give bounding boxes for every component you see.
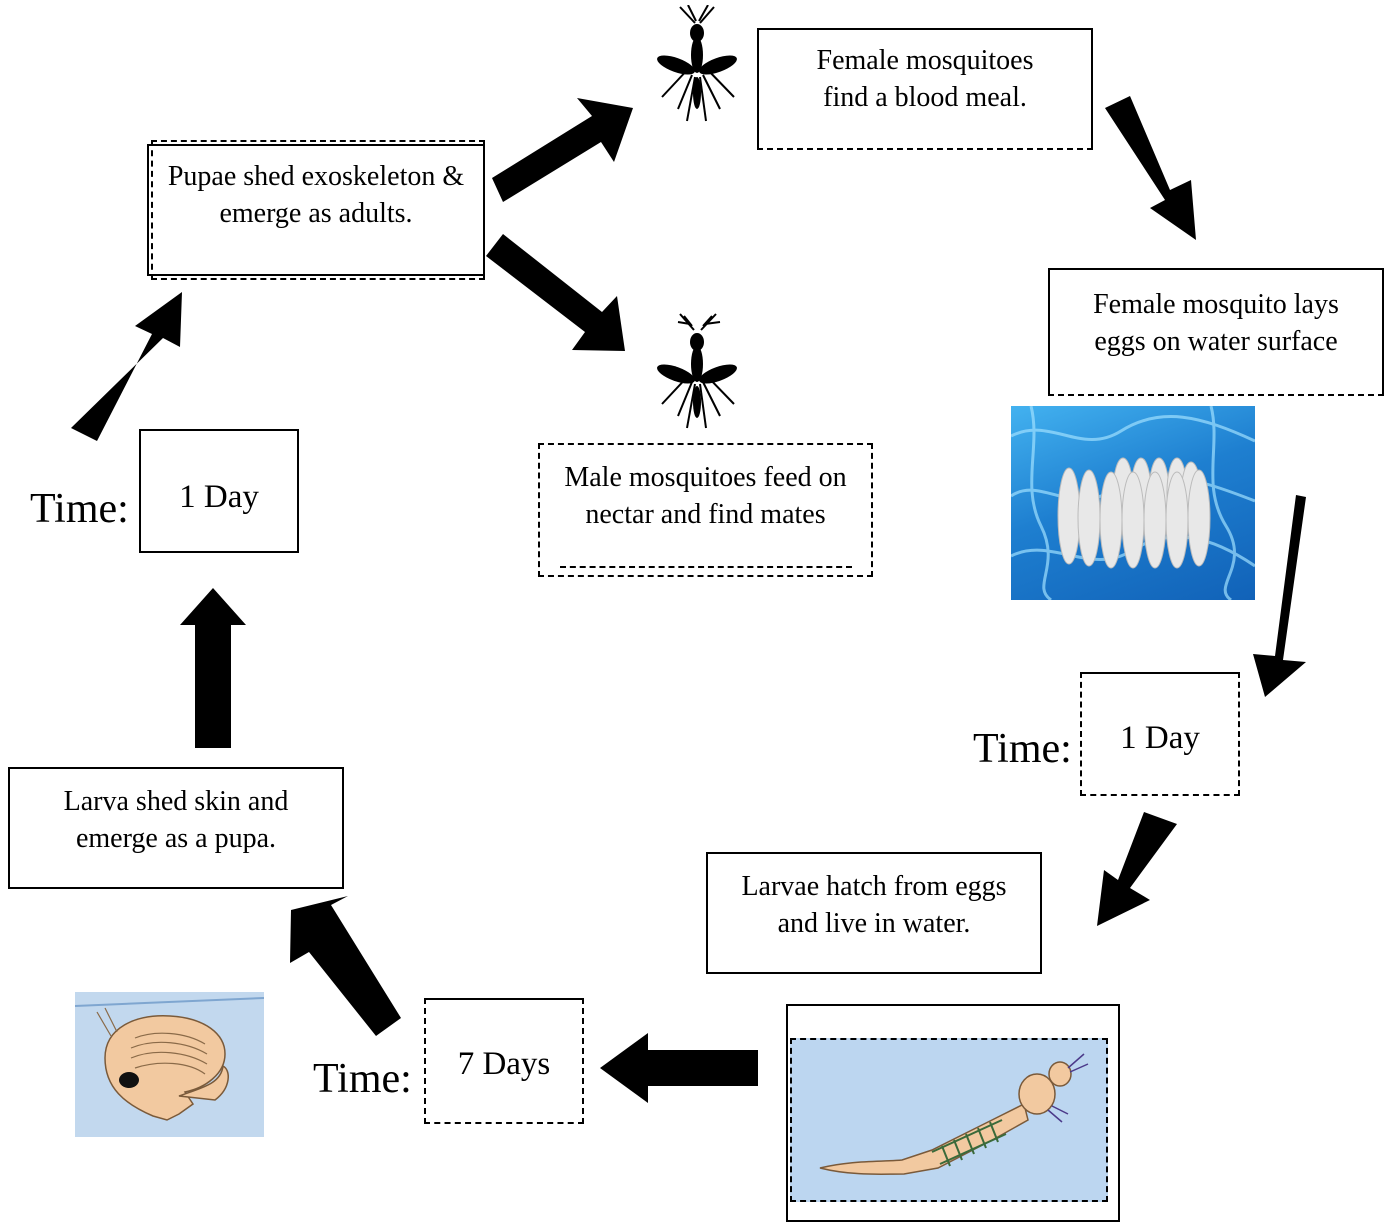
time-label-left: Time: [30,486,129,532]
arrow-pupa-to-time [180,588,246,748]
larva-image-frame [786,1004,1120,1222]
arrow-7days-to-pupa [290,896,401,1036]
female-blood-meal-text: Female mosquitoes find a blood meal. [816,45,1034,113]
larvae-hatch-box: Larvae hatch from eggs and live in water… [706,852,1042,974]
arrow-time-to-pupae [71,292,182,441]
pupae-shed-text: Pupae shed exoskeleton & emerge as adult… [167,161,465,229]
time-box-left: 1 Day [139,429,299,553]
pupae-shed-box: Pupae shed exoskeleton & emerge as adult… [147,144,485,276]
female-mosquito-icon [657,5,737,122]
time-label-right: Time: [973,726,1072,772]
lays-eggs-text: Female mosquito lays eggs on water surfa… [1093,289,1339,357]
arrow-eggs-to-time [1253,495,1306,697]
time-box-right: 1 Day [1080,672,1240,796]
male-mosquito-icon [657,313,737,429]
pupae-shed-box-dashed-outline [151,140,485,280]
larva-shed-box: Larva shed skin and emerge as a pupa. [8,767,344,889]
time-value-bottom: 7 Days [457,1046,551,1082]
male-feed-text: Male mosquitoes feed on nectar and find … [564,462,847,530]
pupa-image [75,992,264,1137]
lays-eggs-box: Female mosquito lays eggs on water surfa… [1048,268,1384,396]
larva-shed-text: Larva shed skin and emerge as a pupa. [63,786,289,854]
time-value-right: 1 Day [1120,720,1200,756]
arrow-time-to-larvae [1097,812,1177,926]
male-feed-box: Male mosquitoes feed on nectar and find … [538,443,873,577]
male-feed-underline [560,566,852,568]
larvae-hatch-text: Larvae hatch from eggs and live in water… [741,871,1007,939]
arrow-female-to-eggs [1105,96,1196,240]
arrow-pupae-to-female [492,98,633,202]
arrow-pupae-to-male [486,234,625,351]
time-value-left: 1 Day [179,479,259,515]
eggs-on-water-image [1011,406,1255,600]
female-blood-meal-box: Female mosquitoes find a blood meal. [757,28,1093,150]
larva-image [790,1038,1108,1202]
time-box-bottom: 7 Days [424,998,584,1124]
arrow-larvae-to-7days [600,1033,758,1103]
time-label-bottom: Time: [313,1056,412,1102]
